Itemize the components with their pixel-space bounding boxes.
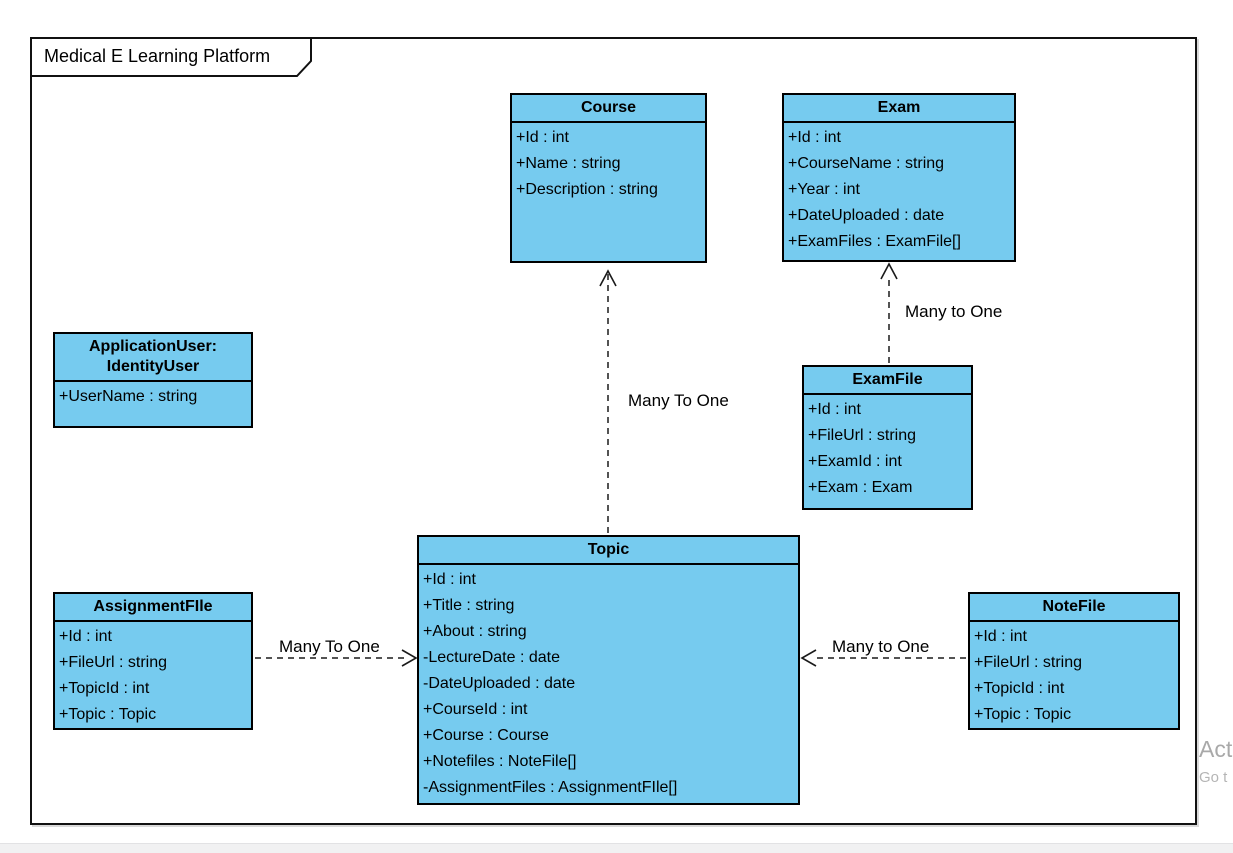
attribute: +FileUrl : string [59,654,168,671]
attribute: +Id : int [59,628,112,645]
attribute: +Year : int [788,181,860,198]
attribute: +Exam : Exam [808,479,913,496]
attribute: +ExamId : int [808,453,902,470]
class-exam-file[interactable]: ExamFile +Id : int +FileUrl : string +Ex… [802,365,973,510]
class-assignment-file[interactable]: AssignmentFIle +Id : int +FileUrl : stri… [53,592,253,730]
attribute: +ExamFiles : ExamFile[] [788,233,961,250]
attribute: +Notefiles : NoteFile[] [423,753,577,770]
attribute: +Id : int [788,129,841,146]
class-exam-name: Exam [784,95,1014,123]
class-exam-file-name: ExamFile [804,367,971,395]
class-exam-file-attributes: +Id : int +FileUrl : string +ExamId : in… [804,395,971,501]
attribute: +UserName : string [59,388,198,405]
class-note-file-name: NoteFile [970,594,1178,622]
uml-frame-border [30,37,1197,825]
class-course-name: Course [512,95,705,123]
class-topic-name: Topic [419,537,798,565]
relationship-label-topic-course: Many To One [628,391,729,410]
class-name-line1: ApplicationUser: [88,338,217,355]
attribute: +About : string [423,623,527,640]
class-application-user-attributes: +UserName : string [55,382,251,410]
class-topic[interactable]: Topic +Id : int +Title : string +About :… [417,535,800,805]
frame-title: Medical E Learning Platform [44,46,271,66]
attribute: +Id : int [974,628,1027,645]
attribute: +Topic : Topic [59,706,157,723]
attribute: +Topic : Topic [974,706,1072,723]
horizontal-scrollbar-track[interactable] [0,843,1233,853]
watermark-text-line1: Act [1199,736,1233,762]
attribute: +Id : int [516,129,569,146]
class-assignment-file-attributes: +Id : int +FileUrl : string +TopicId : i… [55,622,251,728]
attribute: +CourseName : string [788,155,945,172]
attribute: +FileUrl : string [974,654,1083,671]
relationship-label-assignmentfile-topic: Many To One [279,637,380,656]
class-exam[interactable]: Exam +Id : int +CourseName : string +Yea… [782,93,1016,262]
class-note-file-attributes: +Id : int +FileUrl : string +TopicId : i… [970,622,1178,728]
class-exam-attributes: +Id : int +CourseName : string +Year : i… [784,123,1014,255]
class-note-file[interactable]: NoteFile +Id : int +FileUrl : string +To… [968,592,1180,730]
attribute: +TopicId : int [974,680,1065,697]
attribute: +FileUrl : string [808,427,917,444]
attribute: +Id : int [423,571,476,588]
class-assignment-file-name: AssignmentFIle [55,594,251,622]
attribute: +Id : int [808,401,861,418]
frame-title-tab [30,37,312,77]
class-application-user[interactable]: ApplicationUser: IdentityUser +UserName … [53,332,253,428]
attribute: +Title : string [423,597,515,614]
attribute: -LectureDate : date [423,649,560,666]
attribute: +CourseId : int [423,701,528,718]
class-topic-attributes: +Id : int +Title : string +About : strin… [419,565,798,801]
attribute: +Description : string [516,181,658,198]
attribute: +TopicId : int [59,680,150,697]
relationship-label-notefile-topic: Many to One [832,637,930,656]
attribute: +Course : Course [423,727,549,744]
attribute: -AssignmentFiles : AssignmentFIle[] [423,779,678,796]
class-course-attributes: +Id : int +Name : string +Description : … [512,123,705,203]
class-course[interactable]: Course +Id : int +Name : string +Descrip… [510,93,707,263]
watermark-text-line2: Go t [1199,769,1228,786]
attribute: -DateUploaded : date [423,675,576,692]
relationship-label-examfile-exam: Many to One [905,302,1003,321]
attribute: +DateUploaded : date [788,207,945,224]
class-application-user-name: ApplicationUser: IdentityUser [55,334,251,382]
class-name-line2: IdentityUser [106,358,200,375]
attribute: +Name : string [516,155,621,172]
